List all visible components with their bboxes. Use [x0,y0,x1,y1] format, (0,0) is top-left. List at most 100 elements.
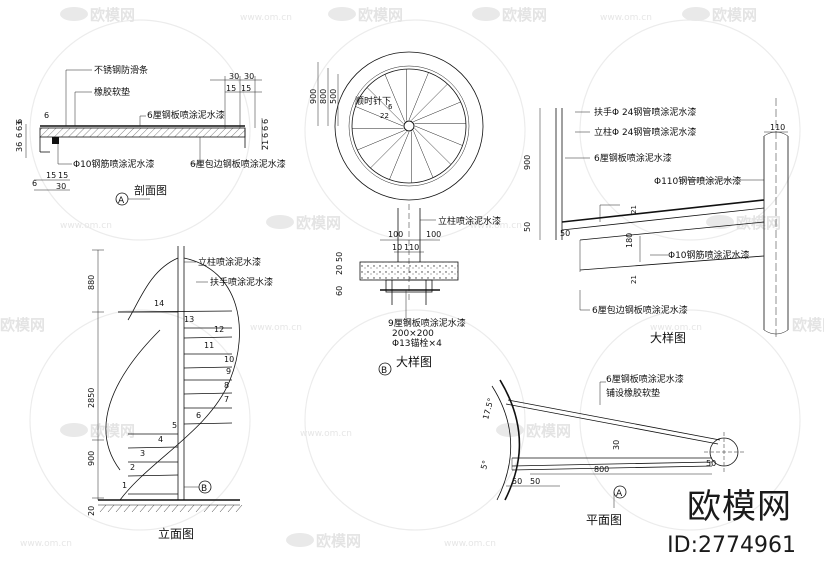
watermark-brand: 欧模网 [712,6,757,24]
callout-post: 立柱喷涂泥水漆 [438,215,501,227]
dim-label: 100 [426,230,441,239]
dim-label: 6 [261,133,270,138]
step-number: 8 [224,381,229,390]
dim-label: 900 [87,451,96,466]
callout-handrail: 扶手喷涂泥水漆 [210,276,273,288]
step-number: 3 [140,449,145,458]
callout-pipe: Φ110钢管喷涂泥水漆 [654,175,741,187]
watermark-site: www.om.cn [20,539,72,549]
watermark-brand: 欧模网 [792,316,824,334]
detail-title: 大样图 [650,330,686,345]
step-number: 12 [214,325,224,334]
ground-hatch-line [188,505,194,512]
dim-label: 15 [241,84,251,93]
dim-label: 21 [630,275,638,284]
watermark-site: www.om.cn [60,221,112,231]
dim-label: 6 [388,103,393,111]
dim-label: 50 [530,477,540,486]
plan-tag-label: A [616,489,623,499]
ground-hatch-line [148,505,154,512]
dim-label: 900 [309,89,318,104]
step-tread [118,311,232,312]
step-number: 11 [204,341,214,350]
watermark-brand: 欧模网 [90,422,135,440]
bar-section [52,137,59,144]
dim-label: 6 [15,119,24,124]
ground-hatch-line [116,505,122,512]
dim-label: 15 [226,84,236,93]
dim-label: 30 [229,72,239,81]
dim-label: 50 [512,477,522,486]
watermark-brand: 欧模网 [526,422,571,440]
step-number: 9 [226,367,231,376]
step-number: 6 [196,411,201,420]
dim-label: 6 [261,119,270,124]
dim-label: 50 [560,229,570,238]
dim-label: 6 [44,111,49,120]
callout-plate: 6厘钢板喷涂泥水漆 [606,373,684,385]
dim-label: 20 [335,265,344,275]
dim-label: 50 [523,222,532,232]
step-tread [184,367,232,368]
ground-hatch-line [212,505,218,512]
step-number: 10 [224,355,234,364]
watermark-brand: 欧模网 [90,6,135,24]
watermark-brand: 欧模网 [502,6,547,24]
dim-label: 800 [594,465,609,474]
step-tread [184,423,232,424]
section-title: 剖面图 [134,183,167,197]
dim-label: 10 [392,243,402,252]
watermark-site: www.om.cn [444,539,496,549]
dim-label: 880 [87,275,96,290]
callout-bar: Φ10钢筋喷涂泥水漆 [668,249,750,261]
angle-label: 5° [479,459,490,470]
watermark-site: www.om.cn [600,13,652,23]
callout-plate: 6厘钢板喷涂泥水漆 [147,109,225,121]
callout-anchor: Φ13锚栓×4 [392,337,442,349]
callout-post: 立柱喷涂泥水漆 [198,256,261,268]
rotation-label: 顺时针下 [355,95,391,107]
ground-hatch-line [140,505,146,512]
callout-edge: 6厘包边钢板喷涂泥水漆 [592,304,688,316]
dim-label: 21 [630,205,638,214]
dim-label: 30 [244,72,254,81]
dim-label: 6 [261,126,270,131]
ground-hatch-line [172,505,178,512]
ground-hatch-line [156,505,162,512]
callout-rubber: 铺设橡胶软垫 [606,387,660,399]
dim-label: 30 [612,440,621,450]
dim-label: 800 [319,89,328,104]
ground-hatch-line [100,505,106,512]
ground-hatch-line [220,505,226,512]
step-tread [184,393,232,394]
tread-spoke [357,130,404,150]
dim-label: 110 [404,243,419,252]
callout-rubber: 橡胶软垫 [94,86,130,98]
watermark-brand: 欧模网 [296,214,341,232]
ground-hatch-line [132,505,138,512]
dim-label: 15 [46,171,56,180]
dim-label: 500 [329,89,338,104]
brand-logo-text: 欧模网 [687,479,792,528]
step-number: 13 [184,315,194,324]
dim-label: 6 [15,133,24,138]
callout-handrail: 扶手Φ 24钢管喷涂泥水漆 [594,106,696,118]
dim-label: 30 [56,182,66,191]
dim-label: 60 [335,286,344,296]
callout-bar: Φ10钢筋喷涂泥水漆 [73,158,155,170]
step-tread [128,447,178,448]
base-tag-label: B [381,366,387,376]
step-number: 1 [122,481,127,490]
ground-hatch-line [228,505,234,512]
watermark-brand: 欧模网 [358,6,403,24]
elevation-tag-label: B [201,484,207,494]
ground-hatch-line [236,505,242,512]
step-number: 7 [224,395,229,404]
step-number: 4 [158,435,163,444]
step-tread [184,337,232,338]
tread-spoke [413,102,460,122]
dim-label: 180 [625,233,634,248]
step-tread [128,475,178,476]
